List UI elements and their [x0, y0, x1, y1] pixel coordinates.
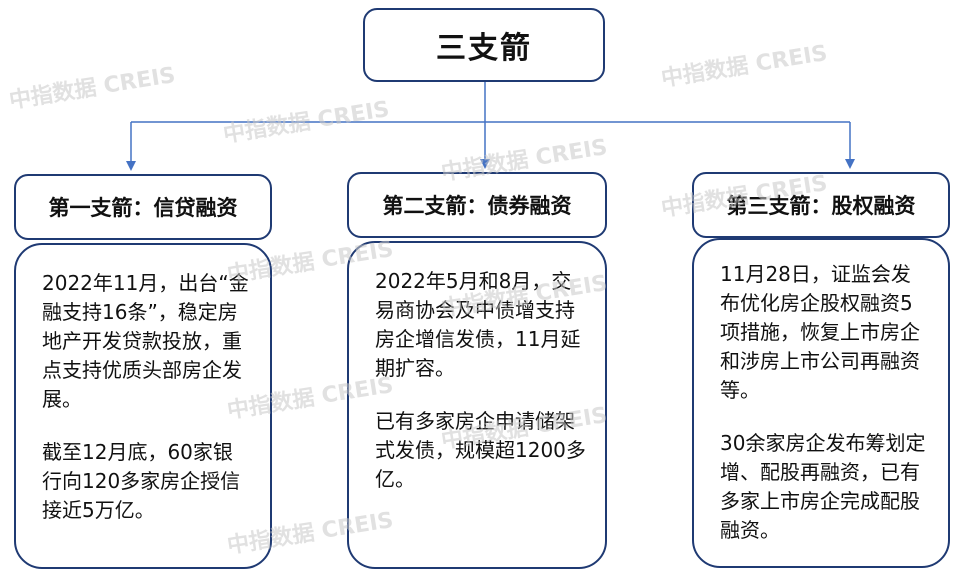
arrow-2-paragraph-2: 已有多家房企申请储架式发债，规模超1200多亿。	[375, 409, 586, 491]
arrow-2-heading-box: 第二支箭：债券融资	[347, 172, 607, 238]
title-box: 三支箭	[363, 8, 605, 82]
arrow-1-heading: 第一支箭：信贷融资	[48, 196, 238, 220]
arrow-3-heading: 第三支箭：股权融资	[726, 194, 916, 218]
arrow-3-paragraph-1: 11月28日，证监会发布优化房企股权融资5项措施，恢复上市房企和涉房上市公司再融…	[720, 262, 920, 402]
arrow-1-paragraph-1: 2022年11月，出台“金融支持16条”，稳定房地产开发贷款投放，重点支持优质头…	[42, 271, 249, 411]
arrow-2-paragraph-1: 2022年5月和8月，交易商协会及中债增支持房企增信发债，11月延期扩容。	[375, 269, 581, 380]
title-text: 三支箭	[436, 31, 532, 66]
arrow-1-body-box: 2022年11月，出台“金融支持16条”，稳定房地产开发贷款投放，重点支持优质头…	[14, 243, 272, 569]
arrow-1-heading-box: 第一支箭：信贷融资	[14, 174, 272, 240]
arrow-1-paragraph-2: 截至12月底，60家银行向120多家房企授信接近5万亿。	[42, 440, 241, 522]
arrow-3-paragraph-2: 30余家房企发布筹划定增、配股再融资，已有多家上市房企完成配股融资。	[720, 431, 926, 542]
arrow-3-heading-box: 第三支箭：股权融资	[692, 172, 950, 238]
arrow-2-heading: 第二支箭：债券融资	[382, 194, 572, 218]
arrow-2-body-box: 2022年5月和8月，交易商协会及中债增支持房企增信发债，11月延期扩容。 已有…	[347, 241, 607, 569]
arrow-3-body-box: 11月28日，证监会发布优化房企股权融资5项措施，恢复上市房企和涉房上市公司再融…	[692, 238, 950, 568]
